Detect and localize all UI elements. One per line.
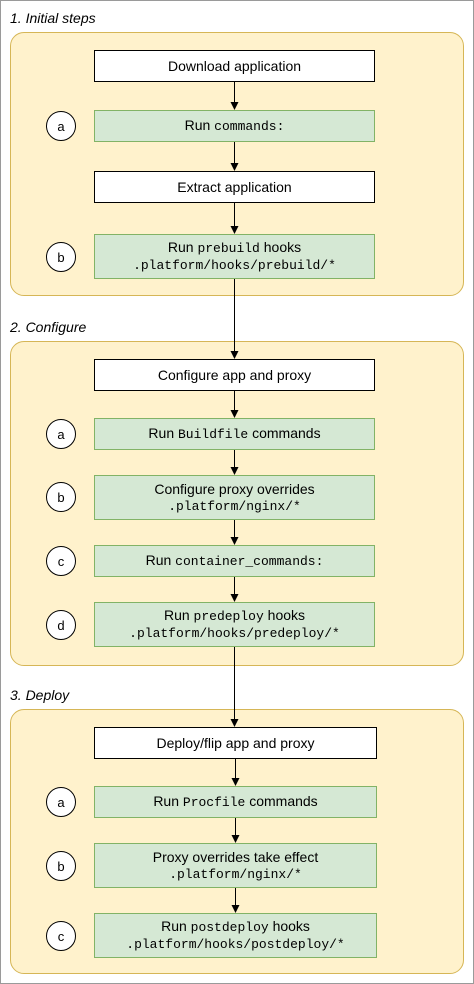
section-title-initial-steps: 1. Initial steps: [10, 10, 96, 26]
step-label: Run Buildfile commands: [148, 425, 321, 442]
code-text: Buildfile: [178, 427, 249, 442]
code-text: predeploy: [193, 609, 264, 624]
code-text: prebuild: [197, 241, 260, 256]
step-run-predeploy-hooks: Run predeploy hooks .platform/hooks/pred…: [94, 602, 375, 647]
step-label: Extract application: [177, 178, 292, 195]
step-label: Run Procfile commands: [153, 793, 318, 810]
step-proxy-overrides-take-effect: Proxy overrides take effect .platform/ng…: [94, 843, 377, 888]
step-deploy-flip-app-and-proxy: Deploy/flip app and proxy: [94, 727, 377, 759]
step-badge-2c: c: [46, 546, 76, 576]
section-title-configure: 2. Configure: [10, 319, 87, 335]
step-badge-3a: a: [46, 787, 76, 817]
step-path: .platform/hooks/prebuild/*: [133, 258, 336, 273]
step-path: .platform/hooks/predeploy/*: [129, 626, 340, 641]
step-label: Configure proxy overrides: [154, 480, 315, 497]
step-run-prebuild-hooks: Run prebuild hooks .platform/hooks/prebu…: [94, 234, 375, 279]
step-run-postdeploy-hooks: Run postdeploy hooks .platform/hooks/pos…: [94, 913, 377, 958]
step-label: Run container_commands:: [145, 552, 324, 569]
step-run-procfile-commands: Run Procfile commands: [94, 786, 377, 818]
step-run-commands: Run commands:: [94, 110, 375, 142]
step-label: Configure app and proxy: [157, 366, 312, 383]
step-label: Download application: [167, 57, 302, 74]
section-title-deploy: 3. Deploy: [10, 687, 70, 703]
step-label: Run prebuild hooks: [167, 239, 302, 256]
code-text: commands:: [214, 119, 285, 134]
step-badge-1b: b: [46, 242, 76, 272]
step-run-buildfile-commands: Run Buildfile commands: [94, 418, 375, 450]
step-configure-app-and-proxy: Configure app and proxy: [94, 359, 375, 391]
step-badge-2b: b: [46, 482, 76, 512]
step-configure-proxy-overrides: Configure proxy overrides .platform/ngin…: [94, 475, 375, 520]
step-badge-2d: d: [46, 610, 76, 640]
step-label: Deploy/flip app and proxy: [156, 734, 315, 751]
step-run-container-commands: Run container_commands:: [94, 545, 375, 577]
step-badge-2a: a: [46, 419, 76, 449]
step-path: .platform/hooks/postdeploy/*: [126, 937, 345, 952]
step-label: Run postdeploy hooks: [161, 918, 310, 935]
step-badge-1a: a: [46, 111, 76, 141]
step-label: Run commands:: [184, 117, 285, 134]
step-extract-application: Extract application: [94, 171, 375, 203]
step-download-application: Download application: [94, 50, 375, 82]
step-badge-3b: b: [46, 851, 76, 881]
code-text: Procfile: [182, 795, 246, 810]
step-path: .platform/nginx/*: [168, 498, 301, 514]
code-text: postdeploy: [190, 920, 269, 935]
step-badge-3c: c: [46, 921, 76, 951]
step-label: Proxy overrides take effect: [152, 848, 319, 865]
step-path: .platform/nginx/*: [169, 866, 302, 882]
code-text: container_commands:: [175, 554, 324, 569]
step-label: Run predeploy hooks: [163, 607, 306, 624]
